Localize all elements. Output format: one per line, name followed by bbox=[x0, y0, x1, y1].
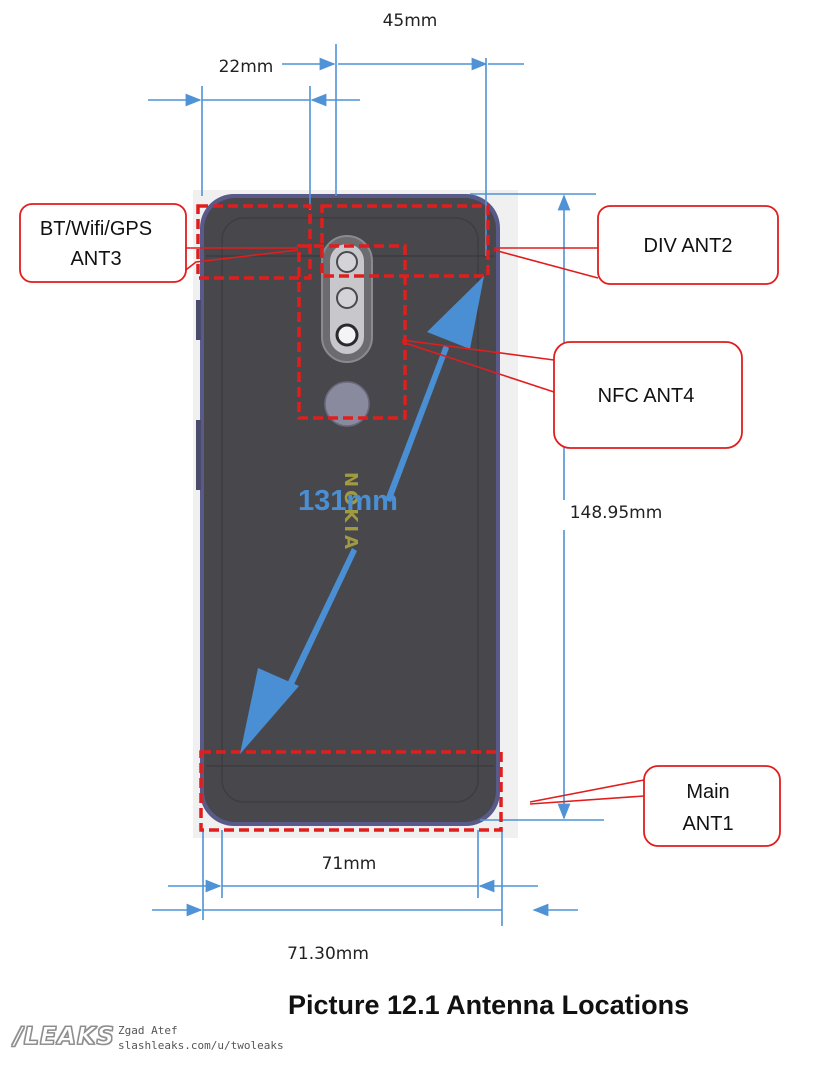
leader-ant4 bbox=[401, 339, 555, 361]
dim-label-45mm: 45mm bbox=[383, 11, 438, 31]
dim-label-22mm: 22mm bbox=[219, 57, 274, 77]
watermark-author: Zgad Atef bbox=[118, 1024, 178, 1037]
camera-lens-3 bbox=[335, 323, 359, 347]
zone-ant1 bbox=[199, 750, 503, 832]
side-button-1 bbox=[196, 300, 201, 340]
diagonal-arrow-shaft-upper bbox=[385, 345, 449, 502]
zone-ant4 bbox=[297, 244, 407, 420]
callout-leaders bbox=[177, 247, 645, 805]
callout-ant1-line1: Main bbox=[686, 781, 729, 803]
watermark-url: slashleaks.com/u/twoleaks bbox=[118, 1039, 284, 1052]
phone-back-inner-line bbox=[221, 217, 479, 803]
callout-box-ant3 bbox=[19, 203, 187, 283]
callout-box-ant4 bbox=[553, 341, 743, 449]
leader-ant4-b bbox=[401, 341, 555, 393]
dim-label-7130mm: 71.30mm bbox=[287, 944, 369, 964]
diagonal-arrow-shaft-lower bbox=[283, 548, 357, 695]
dim-label-148mm: 148.95mm bbox=[570, 503, 663, 523]
leader-ant1-b bbox=[529, 795, 645, 805]
dim-label-71mm: 71mm bbox=[322, 854, 377, 874]
figure-caption: Picture 12.1 Antenna Locations bbox=[288, 990, 690, 1020]
callout-ant3-line1: BT/Wifi/GPS bbox=[40, 218, 152, 240]
dim-label-131mm: 131mm bbox=[298, 485, 398, 517]
diagonal-arrowhead-bottom bbox=[240, 668, 299, 754]
watermark-logo: /LEAKS bbox=[14, 1022, 115, 1051]
camera-lens-1 bbox=[336, 251, 358, 273]
leader-ant2-b bbox=[493, 249, 599, 279]
leader-ant1 bbox=[529, 779, 645, 803]
callout-ant1-line2: ANT1 bbox=[682, 813, 733, 835]
camera-module bbox=[321, 235, 373, 363]
fingerprint-sensor bbox=[324, 381, 370, 427]
phone-brand-logo: NOKIA bbox=[340, 472, 361, 552]
antenna-zones bbox=[196, 204, 503, 832]
callout-box-ant1 bbox=[643, 765, 781, 847]
callout-boxes bbox=[19, 203, 781, 847]
callout-ant2: DIV ANT2 bbox=[644, 235, 733, 257]
callout-ant3-line2: ANT3 bbox=[70, 248, 121, 270]
callout-ant4: NFC ANT4 bbox=[598, 385, 695, 407]
phone-back bbox=[204, 198, 496, 822]
camera-lens-2 bbox=[336, 287, 358, 309]
diagonal-arrowhead-top bbox=[427, 276, 484, 349]
zone-ant3 bbox=[196, 204, 312, 280]
side-button-2 bbox=[196, 420, 201, 490]
diagonal-arrow bbox=[240, 276, 484, 754]
phone-render: NOKIA bbox=[196, 194, 500, 826]
callout-box-ant2 bbox=[597, 205, 779, 285]
